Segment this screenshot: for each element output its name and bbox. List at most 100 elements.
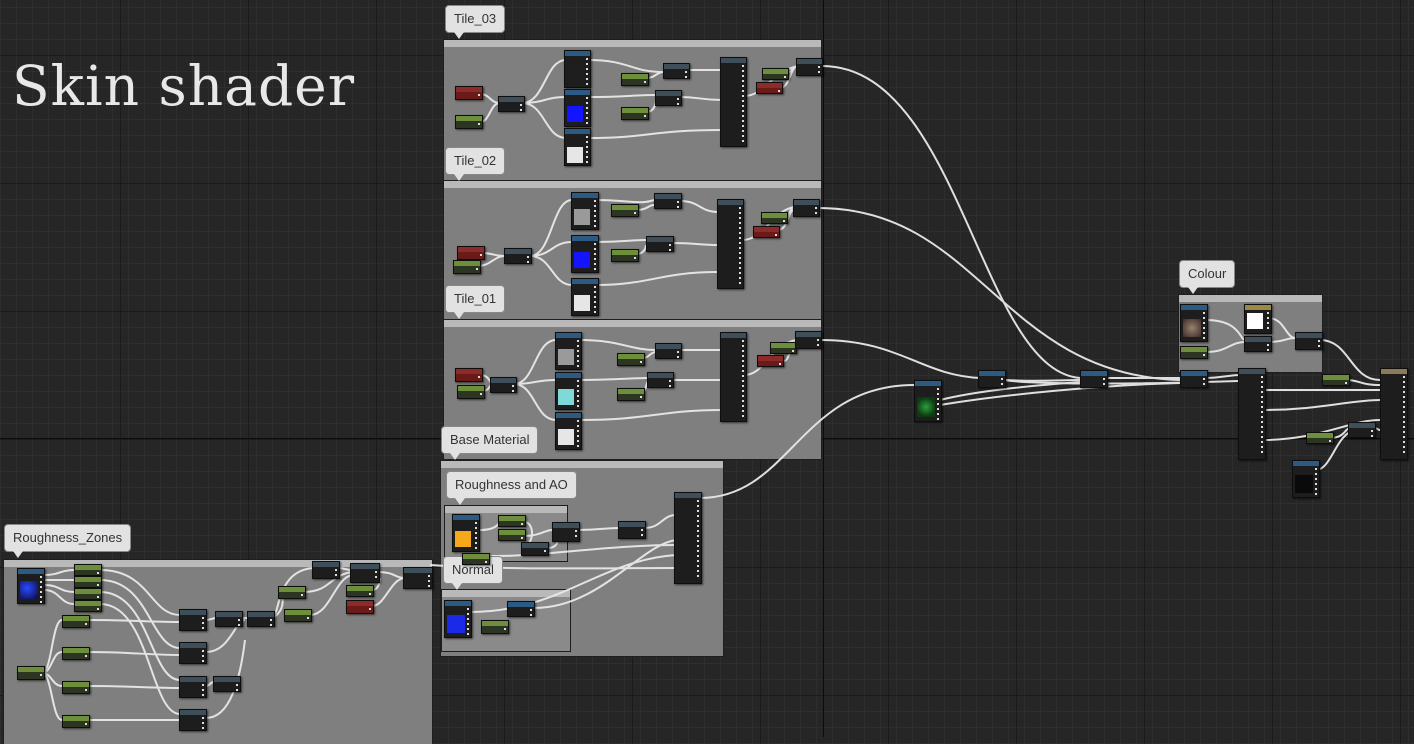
node-pin[interactable] <box>577 400 579 402</box>
node-pin[interactable] <box>697 540 699 542</box>
node-pin[interactable] <box>1267 317 1269 319</box>
node-pin[interactable] <box>697 565 699 567</box>
node-pin[interactable] <box>1267 349 1269 351</box>
node-pin[interactable] <box>1403 391 1405 393</box>
scalar-param-node[interactable] <box>498 529 526 541</box>
node-pin[interactable] <box>1261 411 1263 413</box>
texture-sample-node[interactable] <box>571 235 599 273</box>
node-pin[interactable] <box>335 569 337 571</box>
node-pin[interactable] <box>1345 382 1347 384</box>
node-pin[interactable] <box>97 608 99 610</box>
node-pin[interactable] <box>1261 426 1263 428</box>
node-pin[interactable] <box>577 435 579 437</box>
node-pin[interactable] <box>594 301 596 303</box>
comment-label-roughness-ao[interactable]: Roughness and AO <box>446 471 577 505</box>
scalar-param-node[interactable] <box>62 715 90 728</box>
node-pin[interactable] <box>1267 327 1269 329</box>
node-pin[interactable] <box>270 619 272 621</box>
node-pin[interactable] <box>640 396 642 398</box>
node-pin[interactable] <box>202 727 204 729</box>
node-pin[interactable] <box>1329 440 1331 442</box>
node-pin[interactable] <box>644 115 646 117</box>
node-pin[interactable] <box>1403 431 1405 433</box>
node-pin[interactable] <box>594 210 596 212</box>
node-pin[interactable] <box>475 542 477 544</box>
node-pin[interactable] <box>1203 332 1205 334</box>
node-pin[interactable] <box>594 215 596 217</box>
node-pin[interactable] <box>742 355 744 357</box>
node-pin[interactable] <box>697 545 699 547</box>
vector-param-node[interactable] <box>457 246 485 260</box>
node-pin[interactable] <box>1103 378 1105 380</box>
texture-sample-node[interactable] <box>564 50 591 88</box>
vector-param-node[interactable] <box>757 355 784 367</box>
node-pin[interactable] <box>586 151 588 153</box>
node-pin[interactable] <box>677 206 679 208</box>
node-pin[interactable] <box>1261 401 1263 403</box>
node-pin[interactable] <box>739 242 741 244</box>
node-pin[interactable] <box>739 232 741 234</box>
node-pin[interactable] <box>742 65 744 67</box>
node-pin[interactable] <box>586 156 588 158</box>
noise-texture-node[interactable] <box>914 380 942 422</box>
node-pin[interactable] <box>641 534 643 536</box>
node-pin[interactable] <box>478 94 480 96</box>
multiply-node[interactable] <box>655 90 682 106</box>
node-pin[interactable] <box>742 390 744 392</box>
node-pin[interactable] <box>742 90 744 92</box>
node-pin[interactable] <box>1403 411 1405 413</box>
node-pin[interactable] <box>815 207 817 209</box>
node-pin[interactable] <box>1403 416 1405 418</box>
node-pin[interactable] <box>586 68 588 70</box>
node-pin[interactable] <box>577 340 579 342</box>
node-pin[interactable] <box>1203 317 1205 319</box>
scalar-param-node[interactable] <box>17 666 45 680</box>
node-pin[interactable] <box>677 351 679 353</box>
node-pin[interactable] <box>669 380 671 382</box>
node-pin[interactable] <box>1371 435 1373 437</box>
node-pin[interactable] <box>594 220 596 222</box>
node-pin[interactable] <box>937 403 939 405</box>
node-pin[interactable] <box>40 586 42 588</box>
node-pin[interactable] <box>594 291 596 293</box>
node-pin[interactable] <box>697 515 699 517</box>
multiply-node[interactable] <box>1348 422 1376 438</box>
node-pin[interactable] <box>375 576 377 578</box>
node-pin[interactable] <box>697 535 699 537</box>
normal-texture-node[interactable] <box>444 600 472 638</box>
scalar-param-node[interactable] <box>498 515 526 527</box>
multiply-node[interactable] <box>646 236 674 252</box>
node-pin[interactable] <box>739 257 741 259</box>
node-pin[interactable] <box>476 268 478 270</box>
node-pin[interactable] <box>467 618 469 620</box>
node-pin[interactable] <box>742 80 744 82</box>
node-pin[interactable] <box>697 560 699 562</box>
lerp-node[interactable] <box>179 676 207 698</box>
node-pin[interactable] <box>1001 383 1003 385</box>
node-pin[interactable] <box>1261 416 1263 418</box>
node-pin[interactable] <box>467 633 469 635</box>
node-pin[interactable] <box>202 689 204 691</box>
node-pin[interactable] <box>739 212 741 214</box>
node-pin[interactable] <box>742 375 744 377</box>
node-pin[interactable] <box>1315 483 1317 485</box>
node-pin[interactable] <box>40 591 42 593</box>
blend-material-attributes-node[interactable] <box>1180 370 1208 388</box>
node-pin[interactable] <box>594 253 596 255</box>
node-pin[interactable] <box>202 722 204 724</box>
node-pin[interactable] <box>202 684 204 686</box>
output-node[interactable] <box>795 331 822 349</box>
node-pin[interactable] <box>40 674 42 676</box>
node-pin[interactable] <box>742 100 744 102</box>
node-pin[interactable] <box>586 107 588 109</box>
node-pin[interactable] <box>641 529 643 531</box>
node-pin[interactable] <box>577 445 579 447</box>
node-pin[interactable] <box>202 650 204 652</box>
node-pin[interactable] <box>577 355 579 357</box>
node-pin[interactable] <box>739 262 741 264</box>
node-pin[interactable] <box>478 376 480 378</box>
node-pin[interactable] <box>594 286 596 288</box>
node-pin[interactable] <box>428 580 430 582</box>
node-pin[interactable] <box>1371 430 1373 432</box>
node-pin[interactable] <box>530 614 532 616</box>
